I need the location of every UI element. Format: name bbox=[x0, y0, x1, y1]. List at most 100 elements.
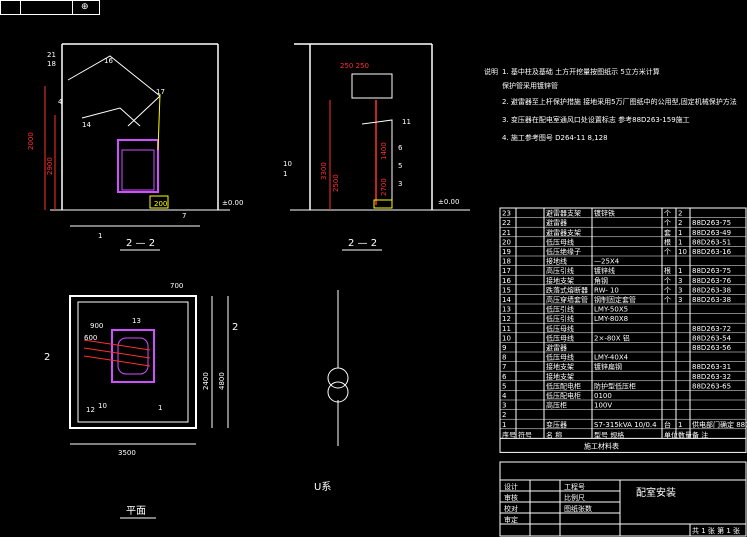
table-cell: 个 bbox=[664, 296, 671, 304]
table-cell: LMY-40X4 bbox=[594, 354, 629, 362]
table-cell: 避雷器 bbox=[546, 343, 567, 352]
table-cell: 1 bbox=[678, 238, 682, 246]
table-cell: 低压配电柜 bbox=[546, 391, 581, 400]
tb-row-3: 校对 bbox=[504, 504, 518, 513]
table-cell: LMY-80X8 bbox=[594, 315, 628, 323]
dim-3300: 3300 bbox=[320, 162, 328, 180]
table-header-cell: 数量 bbox=[678, 430, 692, 439]
table-cell: 23 bbox=[502, 210, 511, 218]
tb-col-2: 比例尺 bbox=[564, 493, 585, 502]
tag-21: 21 bbox=[47, 51, 56, 59]
note-line-2: 保护管采用镀锌管 bbox=[502, 81, 558, 90]
level-right: ±0.00 bbox=[438, 198, 459, 206]
table-cell: 88D263-51 bbox=[692, 238, 731, 246]
plan-section-mark-left: 2 bbox=[44, 352, 50, 363]
table-header-cell: 序号 bbox=[502, 430, 516, 439]
notes-block: 说明 1. 基中柱及基础 土方开挖量按图纸示 5立方米计算 保护管采用镀锌管 2… bbox=[484, 67, 737, 142]
table-cell: 88D263-31 bbox=[692, 363, 731, 371]
table-header-cell: 型号 规格 bbox=[594, 430, 624, 439]
transformer-symbol: U系 bbox=[314, 290, 349, 493]
table-cell: 供电部门确定 88D263-68 bbox=[692, 420, 747, 429]
table-cell: 4 bbox=[502, 392, 507, 400]
table-cell: 接地支架 bbox=[546, 372, 574, 381]
table-cell: 1 bbox=[678, 421, 682, 429]
table-cell: 台 bbox=[664, 420, 671, 429]
tag-10p: 10 bbox=[98, 402, 107, 410]
table-cell: 8 bbox=[502, 354, 506, 362]
table-cell: 88D263-16 bbox=[692, 248, 732, 256]
tag-14: 14 bbox=[82, 121, 91, 129]
tag-7: 7 bbox=[182, 212, 186, 220]
table-cell: 3 bbox=[678, 277, 682, 285]
table-cell: —25X4 bbox=[594, 258, 620, 266]
table-cell: 高压引线 bbox=[546, 266, 574, 275]
table-cell: 个 bbox=[664, 277, 671, 285]
tag-12: 12 bbox=[86, 406, 95, 414]
table-cell: 2×-80X 铝 bbox=[594, 333, 630, 342]
table-cell: 16 bbox=[502, 277, 511, 285]
table-cell: 12 bbox=[502, 315, 511, 323]
note-line-4: 3. 变压器在配电室通风口处设置标志 参考88D263-159施工 bbox=[502, 115, 690, 124]
grid-icon: ⊕ bbox=[81, 2, 89, 12]
table-cell: 1 bbox=[502, 421, 506, 429]
table-cell: 套 bbox=[664, 228, 671, 237]
table-frame bbox=[499, 207, 747, 453]
dim-700: 700 bbox=[170, 282, 183, 290]
table-cell: 防护型低压柜 bbox=[594, 381, 636, 390]
table-cell: S7-315kVA 10/0.4 bbox=[594, 421, 657, 429]
dim-2700: 2700 bbox=[380, 178, 388, 196]
table-cell: 88D263-72 bbox=[692, 325, 731, 333]
tag-13: 13 bbox=[132, 317, 141, 325]
note-line-1: 1. 基中柱及基础 土方开挖量按图纸示 5立方米计算 bbox=[502, 67, 660, 76]
table-cell: 3 bbox=[678, 296, 682, 304]
table-cell: 88D263-49 bbox=[692, 229, 731, 237]
section-right-label: 2 — 2 bbox=[348, 238, 377, 249]
table-cell: 接地支架 bbox=[546, 362, 574, 371]
table-cell: 高压穿墙套管 bbox=[546, 295, 588, 304]
table-header-cell: 符号 bbox=[518, 430, 532, 439]
table-cell: 88D263-65 bbox=[692, 382, 731, 390]
table-cell: 低压母线 bbox=[546, 237, 574, 246]
dim-2000: 2000 bbox=[27, 132, 35, 150]
table-cell: 88D263-38 bbox=[692, 296, 731, 304]
tag-11: 11 bbox=[402, 118, 411, 126]
table-cell: 10 bbox=[678, 248, 687, 256]
table-cell: RW- 10 bbox=[594, 286, 619, 294]
table-title: 施工材料表 bbox=[584, 441, 619, 450]
table-cell: 20 bbox=[502, 238, 511, 246]
tag-16: 16 bbox=[104, 57, 113, 65]
table-cell: 88D263-76 bbox=[692, 277, 732, 285]
section-right-view: 250 250 3300 2500 1400 2700 11 6 5 3 10 … bbox=[283, 43, 470, 251]
table-cell: 变压器 bbox=[546, 420, 567, 429]
table-cell: 避雷器 bbox=[546, 218, 567, 227]
dim-4800: 4800 bbox=[218, 372, 226, 390]
dim-3500: 3500 bbox=[118, 449, 136, 457]
table-cell: 个 bbox=[664, 219, 671, 227]
table-cell: 18 bbox=[502, 258, 511, 266]
table-cell: 21 bbox=[502, 229, 511, 237]
table-cell: 低压引线 bbox=[546, 314, 574, 323]
table-cell: 9 bbox=[502, 344, 506, 352]
note-line-5: 4. 施工参考图号 D264-11 8,128 bbox=[502, 133, 608, 142]
table-cell: 根 bbox=[664, 266, 671, 275]
table-cell: 88D263-75 bbox=[692, 267, 731, 275]
table-cell: 跌落式熔断器 bbox=[546, 285, 588, 294]
table-cell: 根 bbox=[664, 237, 671, 246]
table-cell: 88D263-75 bbox=[692, 219, 731, 227]
table-header-cell: 备 注 bbox=[692, 430, 708, 439]
tag-17: 17 bbox=[156, 88, 165, 96]
table-cell: 10 bbox=[502, 334, 511, 342]
level-left: ±0.00 bbox=[222, 199, 243, 207]
tag-4: 4 bbox=[58, 98, 63, 106]
table-cell: 个 bbox=[664, 210, 671, 218]
table-cell: 19 bbox=[502, 248, 511, 256]
tb-col-1: 工程号 bbox=[564, 482, 585, 491]
tag-10: 10 bbox=[283, 160, 292, 168]
table-cell: LMY-50X5 bbox=[594, 306, 628, 314]
plan-section-mark-right: 2 bbox=[232, 322, 238, 333]
table-cell: 7 bbox=[502, 363, 506, 371]
symbol-label: U系 bbox=[314, 481, 331, 493]
